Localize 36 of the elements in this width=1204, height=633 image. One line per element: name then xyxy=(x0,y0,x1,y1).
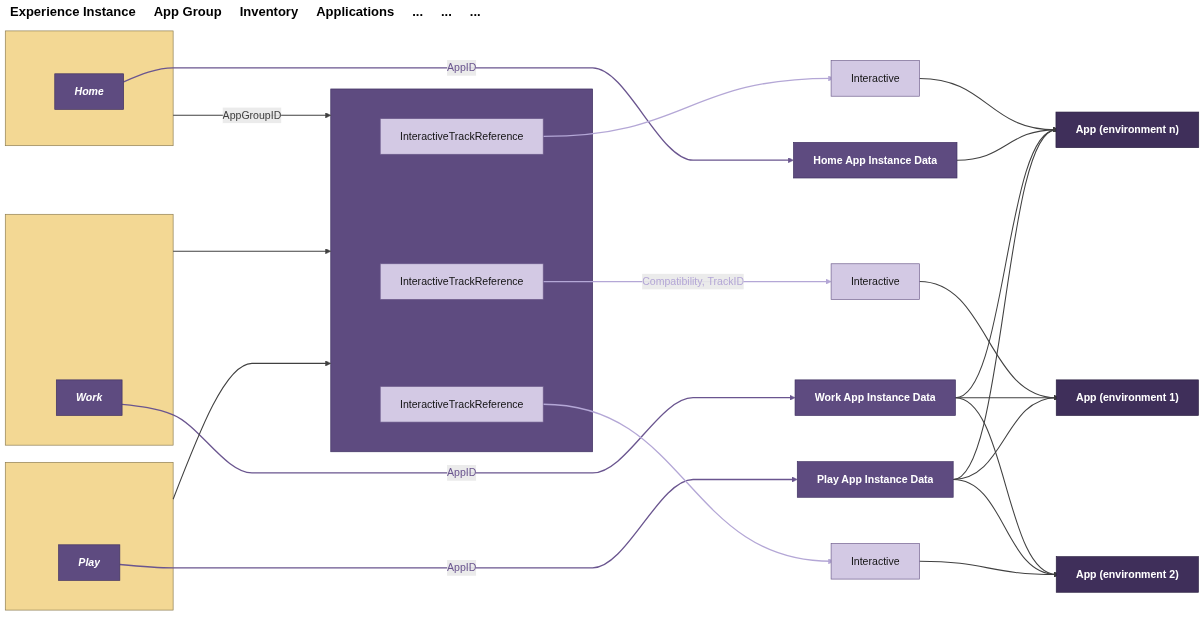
cluster xyxy=(4,30,174,146)
node-box: Play xyxy=(58,544,121,581)
node-box: Work App Instance Data xyxy=(794,379,956,416)
node-box: App (environment 1) xyxy=(1055,379,1199,416)
node-box: App (environment 2) xyxy=(1055,556,1199,593)
column-heading: Experience Instance xyxy=(10,4,136,19)
column-heading: App Group xyxy=(153,4,222,19)
edge-label: AppID xyxy=(447,466,477,479)
arrow xyxy=(172,360,331,500)
column-heading: Inventory xyxy=(239,4,299,19)
column-heading: ... xyxy=(441,4,452,19)
column-heading: ... xyxy=(412,4,423,19)
node-box: Work xyxy=(56,379,123,416)
node-box: Home App Instance Data xyxy=(793,142,958,179)
arrow xyxy=(123,67,794,164)
node-box: InteractiveTrackReference xyxy=(379,386,544,423)
edge-label: AppID xyxy=(447,61,477,74)
arrow xyxy=(119,476,798,569)
column-heading: ... xyxy=(469,4,481,19)
edge-label: Compatibility, TrackID xyxy=(642,275,744,287)
node-box: Interactive xyxy=(830,60,920,97)
node-box: Play App Instance Data xyxy=(796,461,954,498)
node-box: Home xyxy=(54,73,124,110)
cluster xyxy=(330,88,593,453)
cluster xyxy=(4,462,174,611)
arrow xyxy=(121,394,796,474)
arrow xyxy=(172,248,331,255)
edge-label: AppID xyxy=(447,561,477,574)
node-box: InteractiveTrackReference xyxy=(379,263,544,300)
cluster xyxy=(4,213,174,446)
node-box: Interactive xyxy=(830,263,920,300)
column-heading: Applications xyxy=(316,4,395,19)
node-box: InteractiveTrackReference xyxy=(379,118,544,155)
node-box: Interactive xyxy=(830,543,920,580)
edge-label: AppGroupID xyxy=(222,109,282,121)
node-box: App (environment n) xyxy=(1055,111,1200,148)
